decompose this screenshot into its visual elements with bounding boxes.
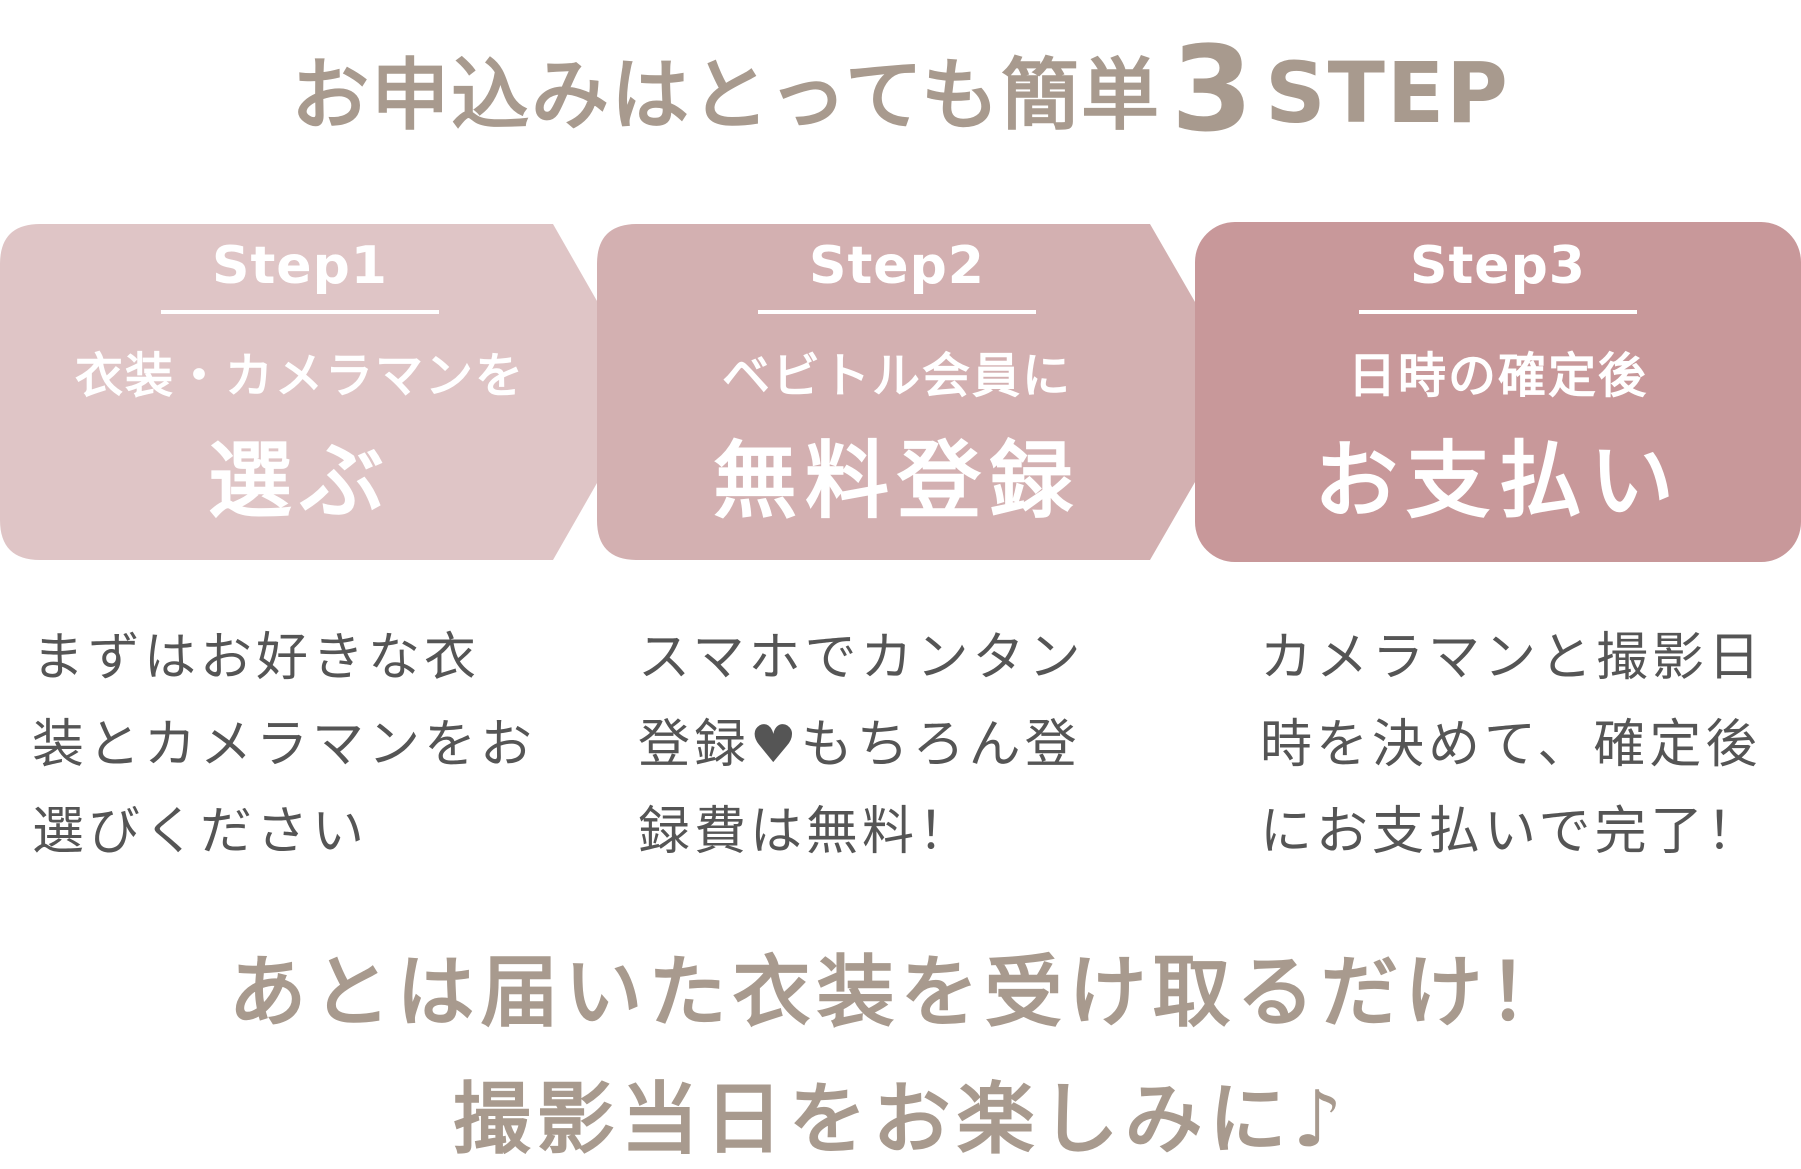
- desc-line: 登録♥もちろん登: [638, 715, 1081, 775]
- footer-line-1: あとは届いた衣装を受け取るだけ！: [228, 948, 1573, 1038]
- step1-card: Step1 衣装・カメラマンを 選ぶ: [0, 224, 600, 560]
- desc-line: まずはお好きな衣: [32, 628, 481, 688]
- step1-shape: [0, 224, 649, 560]
- footer-line-2: 撮影当日をお楽しみに♪: [452, 1075, 1349, 1165]
- desc-line: カメラマンと撮影日: [1260, 628, 1765, 688]
- title-number: 3: [1171, 20, 1256, 158]
- step2-heading: 無料登録: [712, 432, 1081, 530]
- step3-subtitle: 日時の確定後: [1347, 348, 1648, 404]
- step3-divider: [1359, 310, 1637, 314]
- step2-card: Step2 ベビトル会員に 無料登録: [597, 224, 1197, 560]
- step2-subtitle: ベビトル会員に: [721, 348, 1072, 404]
- title-prefix: お申込みはとっても簡単: [291, 51, 1161, 141]
- step2-divider: [758, 310, 1036, 314]
- step1-subtitle: 衣装・カメラマンを: [74, 348, 525, 404]
- step1-heading: 選ぶ: [207, 432, 392, 530]
- desc-line: 選びください: [32, 802, 369, 862]
- desc-line: にお支払いで完了！: [1260, 802, 1763, 862]
- step3-label: Step3: [1410, 236, 1586, 296]
- desc-line: スマホでカンタン: [638, 628, 1085, 688]
- step2-label: Step2: [809, 236, 985, 296]
- step1-description: まずはお好きな衣 装とカメラマンをお 選びください: [32, 615, 536, 876]
- step2-description: スマホでカンタン 登録♥もちろん登 録費は無料！: [638, 615, 1084, 876]
- step3-description: カメラマンと撮影日 時を決めて、確定後 にお支払いで完了！: [1260, 615, 1764, 876]
- step-shapes: [0, 222, 1801, 562]
- step3-shape: [1195, 222, 1801, 562]
- step2-shape: [597, 224, 1247, 560]
- desc-line: 装とカメラマンをお: [32, 715, 537, 775]
- step3-heading: お支払い: [1313, 432, 1682, 530]
- step3-card: Step3 日時の確定後 お支払い: [1195, 224, 1801, 560]
- step1-label: Step1: [212, 236, 388, 296]
- desc-line: 録費は無料！: [638, 802, 975, 862]
- title-suffix: STEP: [1265, 44, 1510, 142]
- desc-line: 時を決めて、確定後: [1260, 715, 1762, 775]
- step1-divider: [161, 310, 439, 314]
